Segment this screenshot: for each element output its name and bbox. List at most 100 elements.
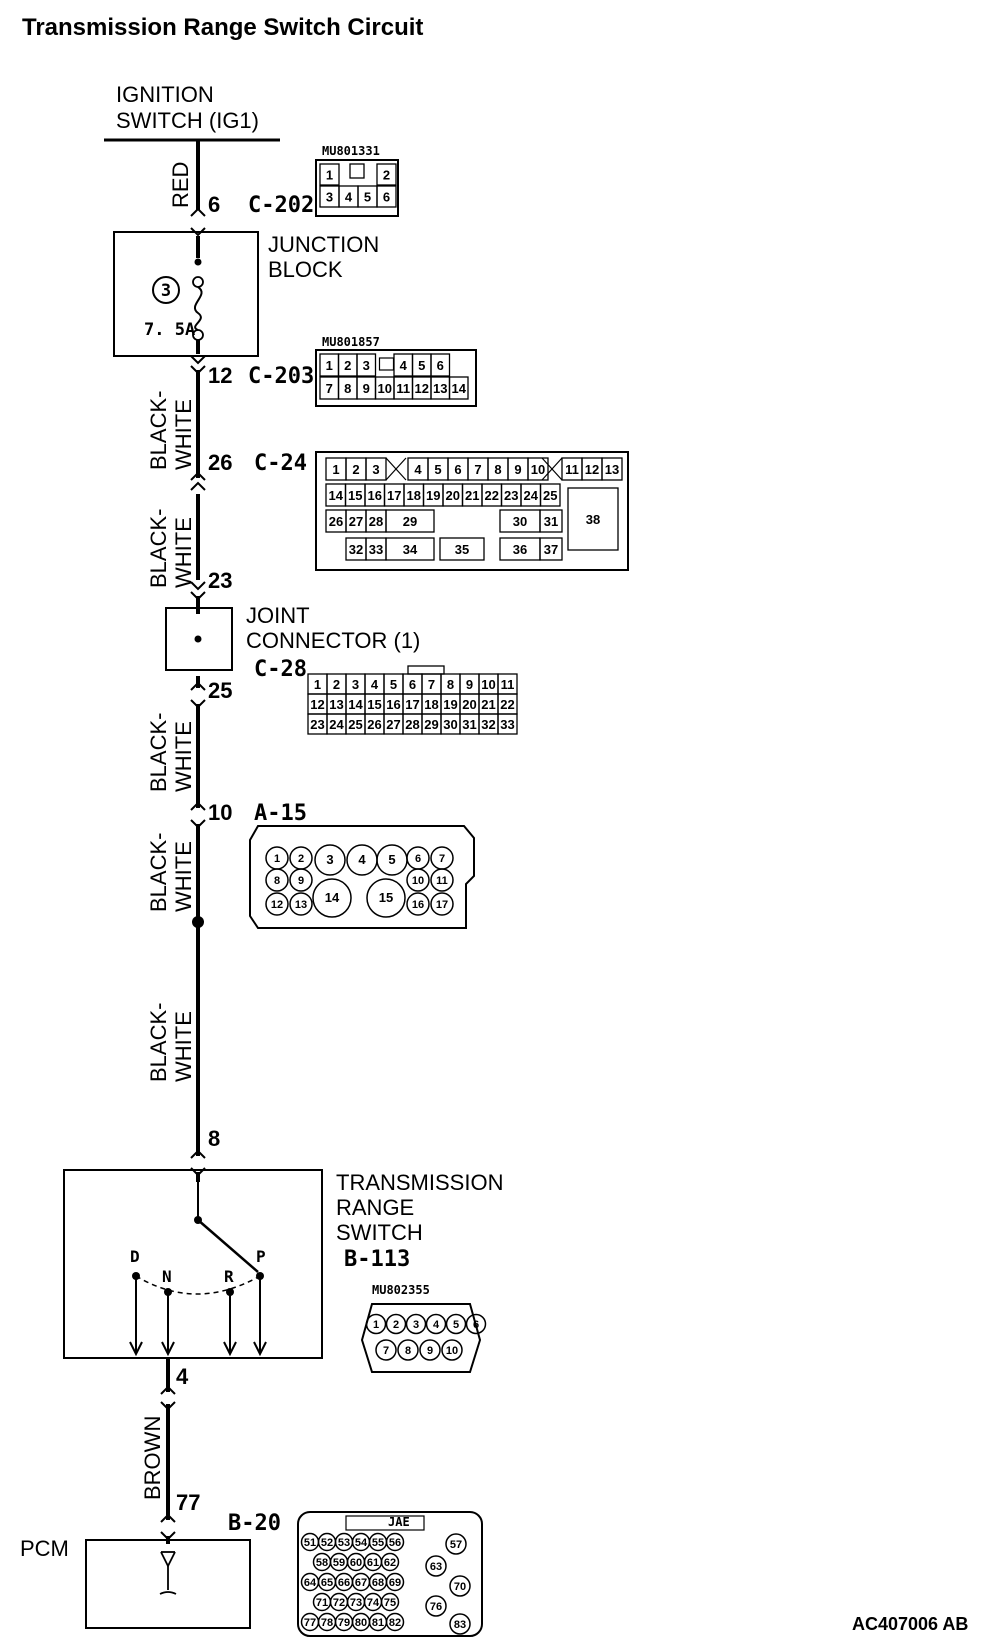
- a15-pin-6: 6: [415, 853, 421, 865]
- c28-pin-33-cell: [497, 713, 518, 735]
- c28-pin-4: 4: [371, 677, 379, 692]
- c24-housing: [315, 451, 629, 571]
- c202-pin-1: 1: [326, 168, 333, 183]
- a15-pin-11-ring: [430, 868, 454, 892]
- b20-pin-76: 76: [430, 1601, 442, 1613]
- c24-pin-11: 11: [565, 462, 579, 477]
- connector-id-a15: A-15: [254, 801, 307, 826]
- c28-pin-16: 16: [386, 697, 400, 712]
- b20-tag-frame: [345, 1515, 425, 1531]
- c24-pin-5: 5: [434, 462, 441, 477]
- c24-pin-9: 9: [514, 462, 521, 477]
- b20-pin-54: 54: [355, 1537, 368, 1549]
- joint-connector-label: JOINT: [246, 603, 310, 628]
- b20-pin-70-ring: [449, 1575, 471, 1597]
- c24-pin-21: 21: [465, 488, 479, 503]
- c28-pin-12: 12: [310, 697, 324, 712]
- a15-pin-10-ring: [406, 868, 430, 892]
- trs-label-3: SWITCH: [336, 1220, 423, 1245]
- transmission-range-switch: D N R P TRANSMISSION RANGE SWITCH: [63, 1169, 503, 1374]
- c203-pin-3: 3: [363, 358, 370, 373]
- b20-pin-82: 82: [389, 1617, 401, 1629]
- b113-pin-3: 3: [413, 1319, 419, 1331]
- pin-b113-out: 4: [176, 1364, 189, 1389]
- a15-pin-11: 11: [436, 875, 448, 887]
- junction-block: 3 7. 5A JUNCTION BLOCK: [113, 231, 379, 357]
- a15-pin-15-ring: [366, 878, 406, 918]
- b20-pin-73: 73: [350, 1597, 362, 1609]
- wire-color-brown: BROWN: [140, 1416, 165, 1500]
- c203-pin-13: 13: [433, 381, 447, 396]
- c28-pin-25: 25: [348, 717, 362, 732]
- c203-pin-14: 14: [452, 381, 467, 396]
- figure-code: AC407006 AB: [852, 1614, 968, 1634]
- part-number-c202: MU801331: [322, 144, 380, 158]
- c24-pin-24: 24: [524, 488, 539, 503]
- a15-pin-13: 13: [295, 899, 307, 911]
- c28-pin-28: 28: [405, 717, 419, 732]
- junction-block-label-2: BLOCK: [268, 257, 343, 282]
- c24-pin-36: 36: [513, 542, 527, 557]
- c28-pin-31: 31: [462, 717, 476, 732]
- b20-pin-83: 83: [454, 1619, 466, 1631]
- c28-pin-8: 8: [447, 677, 454, 692]
- wire-color-bw-5a: BLACK-: [146, 1003, 171, 1082]
- c203-pin-1: 1: [326, 358, 333, 373]
- ignition-switch-label: IGNITION: [116, 82, 214, 107]
- wire-color-bw-4b: WHITE: [171, 841, 196, 912]
- c202-pin-6-cell: [376, 185, 397, 208]
- a15-pin-15: 15: [379, 890, 393, 905]
- c24-pin-10: 10: [531, 462, 545, 477]
- c203-key: [378, 357, 395, 371]
- c24-pin-38: 38: [586, 512, 600, 527]
- a15-pin-4: 4: [358, 852, 366, 867]
- b20-pin-75: 75: [384, 1597, 396, 1609]
- connector-b20-tag: JAE: [388, 1515, 410, 1529]
- c28-pin-17: 17: [405, 697, 419, 712]
- b113-housing: [360, 1303, 482, 1373]
- c28-pin-9: 9: [466, 677, 473, 692]
- b20-pin-70: 70: [454, 1581, 466, 1593]
- fuse-number: 3: [161, 281, 171, 301]
- b20-pin-74: 74: [367, 1597, 380, 1609]
- c202-pin-2: 2: [383, 168, 390, 183]
- c24-pin-35-cell: [439, 537, 485, 561]
- b113-pin-1: 1: [373, 1319, 379, 1331]
- part-number-c203: MU801857: [322, 335, 380, 349]
- c28-pin-15: 15: [367, 697, 381, 712]
- c24-pin-25: 25: [543, 488, 557, 503]
- c28-pin-20: 20: [462, 697, 476, 712]
- c24-pin-13: 13: [605, 462, 619, 477]
- c24-pin-7: 7: [474, 462, 481, 477]
- c24-pin-16: 16: [368, 488, 382, 503]
- c28-pin-24: 24: [329, 717, 344, 732]
- c24-pin-19: 19: [426, 488, 440, 503]
- a15-pin-8: 8: [274, 875, 280, 887]
- c28-latch: [407, 665, 445, 675]
- connector-id-b20: B-20: [228, 1511, 281, 1536]
- c202-pin-3: 3: [326, 190, 333, 205]
- a15-pin-12-ring: [265, 892, 289, 916]
- pcm-label: PCM: [20, 1536, 69, 1561]
- c28-pin-18: 18: [424, 697, 438, 712]
- c24-pin-34-cell: [385, 537, 435, 561]
- c28-pin-29: 29: [424, 717, 438, 732]
- b113-pin-5: 5: [453, 1319, 459, 1331]
- a15-pin-3: 3: [326, 852, 333, 867]
- c24-pin-28: 28: [369, 514, 383, 529]
- c24-blank-1b: [541, 457, 563, 481]
- c28-pin-23: 23: [310, 717, 324, 732]
- c203-pin-12: 12: [415, 381, 429, 396]
- c28-pin-33: 33: [500, 717, 514, 732]
- c24-blank-0b: [385, 457, 407, 481]
- b20-pin-72: 72: [333, 1597, 345, 1609]
- c24-pin-17: 17: [387, 488, 401, 503]
- a15-pin-1: 1: [274, 853, 280, 865]
- b20-pin-57: 57: [450, 1539, 462, 1551]
- b20-pin-52: 52: [321, 1537, 333, 1549]
